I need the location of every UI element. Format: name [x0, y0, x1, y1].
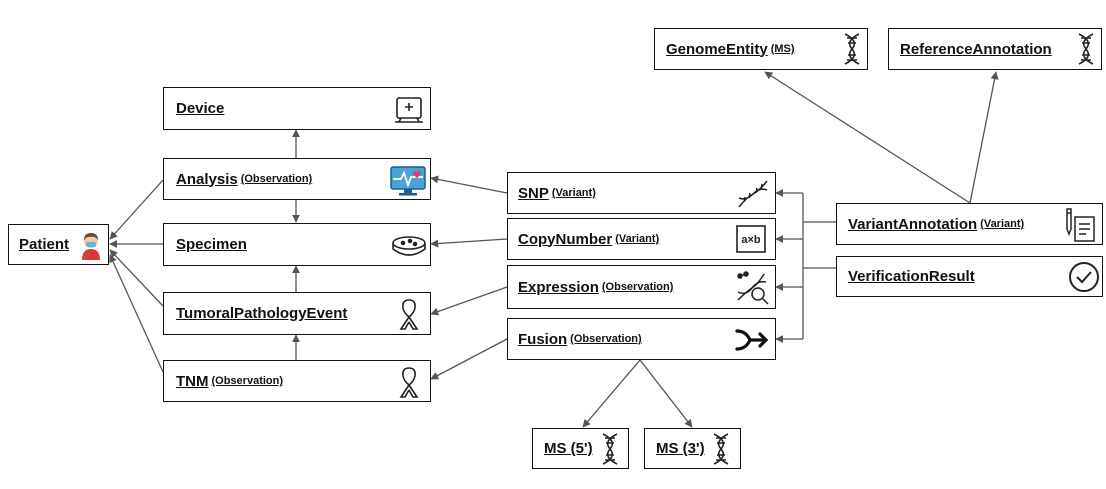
genome-label: GenomeEntity [666, 40, 768, 58]
tnm-label: TNM [176, 372, 209, 390]
check-circle-icon [1068, 261, 1100, 298]
ms5-label: MS (5') [544, 440, 593, 457]
dna-icon [842, 32, 862, 71]
edge-tumoral-patient [109, 249, 164, 307]
variantannotation-sub: (Variant) [980, 218, 1025, 230]
patient-label: Patient [19, 236, 70, 253]
specimen-label: Specimen [176, 236, 247, 253]
edge-variantannotation-genome [764, 71, 971, 204]
copynumber-label: CopyNumber [518, 230, 613, 248]
svg-text:a×b: a×b [741, 234, 761, 246]
patient-node[interactable]: Patient [8, 224, 109, 265]
petri-dish-icon [391, 234, 427, 263]
tnm-sub: (Observation) [211, 375, 284, 387]
annotation-document-icon [1063, 207, 1097, 248]
axb-icon: a×b [736, 225, 766, 258]
merge-arrow-icon [734, 328, 770, 357]
fusion-node[interactable]: Fusion (Observation) [507, 318, 776, 360]
variantannotation-label: VariantAnnotation [848, 215, 978, 233]
reference-node[interactable]: ReferenceAnnotation [888, 28, 1102, 70]
expression-sub: (Observation) [601, 281, 674, 293]
genome-sub: (MS) [770, 43, 795, 55]
fusion-label: Fusion [518, 330, 568, 348]
edge-variantannotation-reference [969, 71, 999, 204]
monitor-heart-icon [390, 166, 426, 201]
tnm-node[interactable]: TNM (Observation) [163, 360, 431, 402]
verification-node[interactable]: VerificationResult [836, 256, 1103, 297]
dna-icon [600, 432, 620, 471]
device-icon [393, 94, 425, 131]
genome-node[interactable]: GenomeEntity (MS) [654, 28, 868, 70]
edge-analysis-patient [109, 179, 164, 240]
variantannotation-node[interactable]: VariantAnnotation (Variant) [836, 203, 1103, 245]
edge-expression-tumoral [430, 286, 508, 316]
analysis-sub: (Observation) [240, 173, 313, 185]
edge-tnm-patient [109, 254, 164, 373]
edge-copynumber-specimen [430, 238, 508, 248]
tumoral-node[interactable]: TumoralPathologyEvent [163, 292, 431, 335]
ms3-node[interactable]: MS (3') [644, 428, 741, 469]
device-node[interactable]: Device [163, 87, 431, 130]
edge-fusion-ms3 [639, 359, 693, 428]
ribbon-icon [398, 297, 420, 336]
patient-icon [76, 230, 106, 265]
edge-snp-analysis [430, 175, 508, 194]
dna-icon [1076, 32, 1096, 71]
dna-variant-icon [736, 178, 770, 215]
ribbon-icon [398, 365, 420, 404]
edge-fusion-tnm [430, 338, 508, 380]
copynumber-node[interactable]: CopyNumber (Variant) a×b [507, 218, 776, 260]
dna-icon [711, 432, 731, 471]
specimen-node[interactable]: Specimen [163, 223, 431, 266]
snp-label: SNP [518, 184, 549, 202]
device-label: Device [176, 100, 225, 117]
snp-node[interactable]: SNP (Variant) [507, 172, 776, 214]
gene-expression-icon [734, 270, 770, 311]
tumoral-label: TumoralPathologyEvent [176, 305, 348, 322]
snp-sub: (Variant) [551, 187, 596, 199]
copynumber-sub: (Variant) [615, 233, 660, 245]
reference-label: ReferenceAnnotation [900, 40, 1052, 58]
expression-label: Expression [518, 278, 599, 296]
expression-node[interactable]: Expression (Observation) [507, 265, 776, 309]
edge-fusion-ms5 [582, 359, 641, 428]
analysis-label: Analysis [176, 170, 238, 188]
analysis-node[interactable]: Analysis (Observation) [163, 158, 431, 200]
fusion-sub: (Observation) [570, 333, 642, 345]
verification-label: VerificationResult [848, 268, 975, 285]
ms5-node[interactable]: MS (5') [532, 428, 629, 469]
ms3-label: MS (3') [656, 440, 705, 457]
